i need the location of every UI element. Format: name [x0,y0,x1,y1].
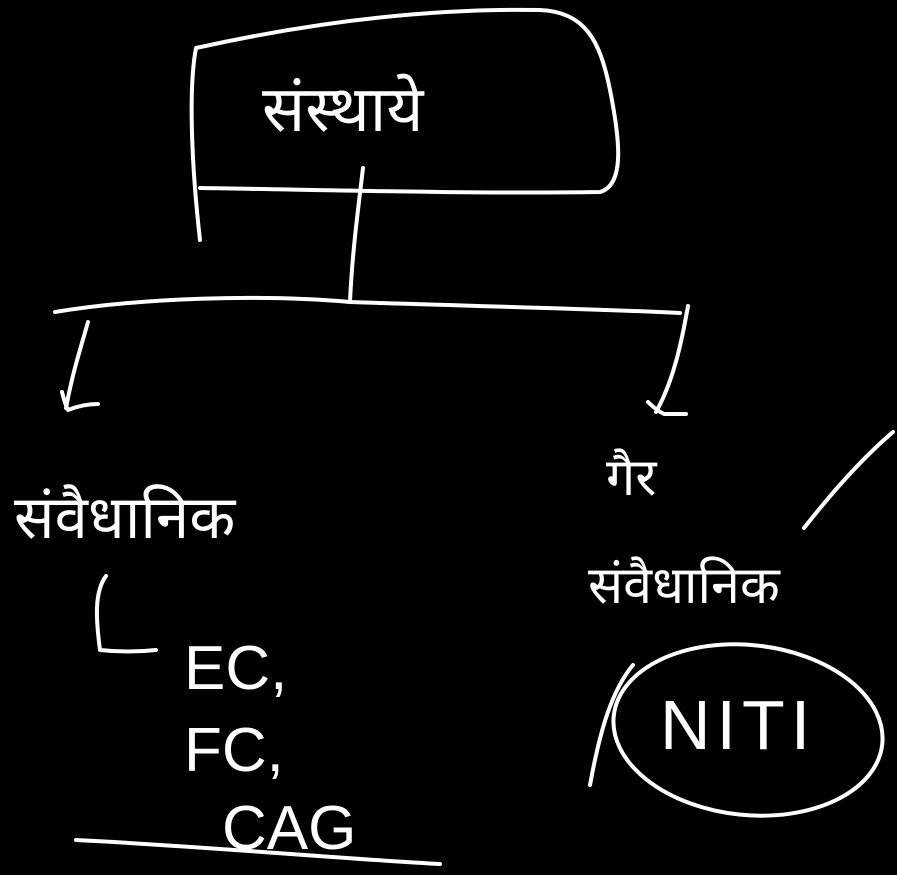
left-example-fc: FC, [184,716,284,785]
left-bracket [94,574,158,654]
circle-tail [588,663,635,787]
root-stem [348,166,365,304]
root-label: संस्थाये [262,73,424,147]
branch-line [53,295,682,315]
right-branch-prefix: गैर [606,448,657,508]
niti-circle [611,642,885,818]
left-example-cag: CAG [222,794,357,863]
right-arrow [646,304,690,416]
right-example-niti: NITI [660,686,817,764]
cag-underline [74,838,442,866]
root-box [189,7,621,242]
left-arrow [60,320,100,412]
right-branch-label: संवैधानिक [588,556,780,616]
left-branch-label: संवैधानिक [14,483,236,553]
stray-stroke [802,430,895,530]
left-example-ec: EC, [184,634,288,703]
